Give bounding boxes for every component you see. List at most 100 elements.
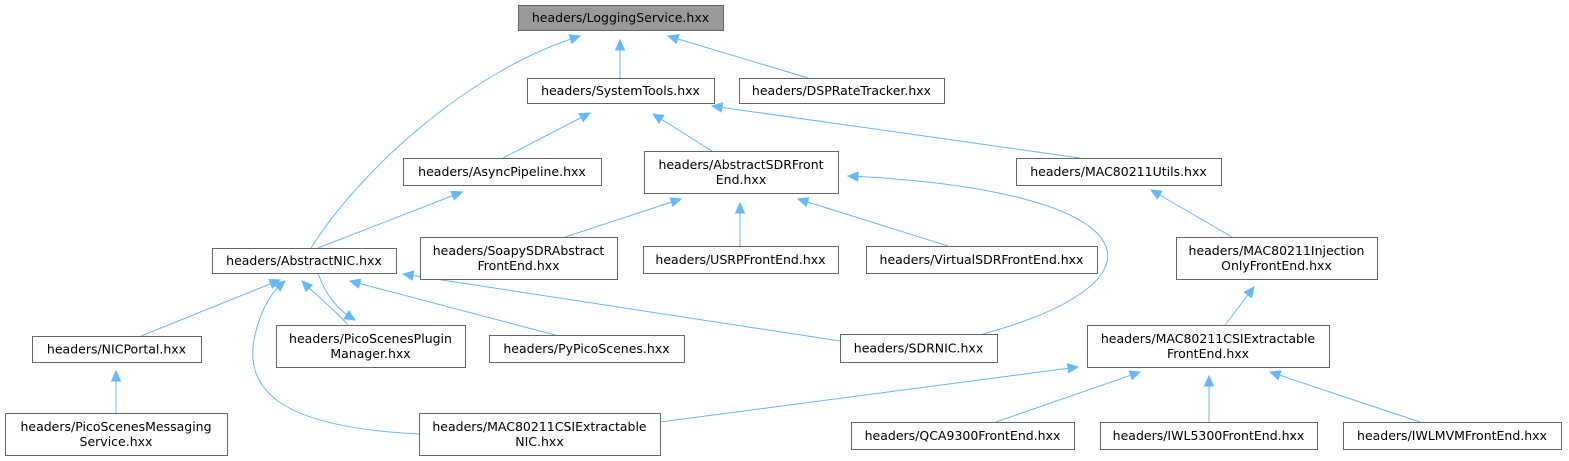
arrow-head	[1149, 189, 1163, 200]
edge-line	[847, 175, 1109, 335]
arrow-head	[401, 270, 415, 281]
node-label: headers/PicoScenesMessaging	[20, 419, 211, 434]
node-logging[interactable]: headers/LoggingService.hxx	[518, 5, 724, 31]
edge-soapysdr-to-abstractsdr	[564, 197, 683, 238]
arrow-head	[666, 33, 680, 45]
node-iwl5300[interactable]: headers/IWL5300FrontEnd.hxx	[1100, 422, 1318, 450]
node-label: headers/VirtualSDRFrontEnd.hxx	[880, 252, 1084, 267]
node-usrp[interactable]: headers/USRPFrontEnd.hxx	[643, 246, 839, 274]
arrow-head	[1066, 363, 1080, 374]
node-label: headers/AbstractNIC.hxx	[226, 253, 382, 268]
edge-line	[402, 273, 841, 342]
edge-line	[1269, 371, 1421, 423]
edge-nicportal-to-abstractnic	[140, 279, 282, 337]
edge-messaging-to-nicportal	[110, 369, 122, 413]
node-label: headers/SoapySDRAbstract	[433, 243, 605, 258]
edge-line	[140, 279, 281, 337]
edge-mac80211utils-to-systemtools	[710, 102, 1081, 159]
node-label: headers/SystemTools.hxx	[541, 83, 700, 98]
node-label: headers/NICPortal.hxx	[47, 342, 186, 357]
node-label: headers/USRPFrontEnd.hxx	[655, 252, 825, 267]
arrow-head	[734, 201, 746, 214]
node-label: headers/MAC80211Injection	[1189, 243, 1365, 258]
edge-csinic-to-abstractnic	[252, 280, 420, 435]
edge-line	[1150, 189, 1233, 238]
edge-line	[659, 366, 1079, 423]
node-pypico[interactable]: headers/PyPicoScenes.hxx	[489, 335, 685, 363]
arrow-head	[301, 280, 314, 293]
edge-usrp-to-abstractsdr	[734, 201, 746, 246]
node-label: headers/MAC80211CSIExtractable	[1101, 331, 1316, 346]
edge-line	[349, 280, 556, 336]
node-label: headers/AsyncPipeline.hxx	[418, 164, 586, 179]
node-asyncpipeline[interactable]: headers/AsyncPipeline.hxx	[403, 158, 602, 186]
node-label: headers/LoggingService.hxx	[532, 10, 709, 25]
node-box	[419, 413, 661, 456]
node-qca9300[interactable]: headers/QCA9300FrontEnd.hxx	[851, 422, 1075, 450]
node-nicportal[interactable]: headers/NICPortal.hxx	[32, 336, 202, 363]
node-label: OnlyFrontEnd.hxx	[1221, 258, 1332, 273]
edge-abstractnic-to-asyncpipeline	[317, 190, 464, 249]
edge-sdrnic-to-abstractsdr	[846, 171, 1109, 335]
node-mac80211utils[interactable]: headers/MAC80211Utils.hxx	[1016, 158, 1222, 186]
arrow-head	[1203, 374, 1215, 387]
edge-iwlmvm-to-csifrontend	[1268, 370, 1421, 423]
edge-asyncpipeline-to-systemtools	[502, 112, 592, 159]
node-sdrnic[interactable]: headers/SDRNIC.hxx	[840, 334, 998, 363]
node-label: FrontEnd.hxx	[477, 258, 559, 273]
node-dsprate[interactable]: headers/DSPRateTracker.hxx	[739, 78, 945, 104]
node-box	[527, 78, 715, 104]
arrow-head	[669, 197, 683, 208]
node-label: headers/MAC80211Utils.hxx	[1030, 164, 1207, 179]
arrow-head	[796, 197, 810, 208]
node-box	[403, 158, 602, 186]
edge-dsprate-to-logging	[666, 33, 809, 79]
nodes-layer: headers/LoggingService.hxx headers/System…	[5, 5, 1562, 456]
node-label: headers/PicoScenesPlugin	[289, 331, 452, 346]
node-box	[739, 78, 945, 104]
edge-line	[502, 112, 591, 159]
edge-line	[995, 371, 1141, 423]
node-box	[866, 246, 1098, 274]
arrow-head	[846, 171, 859, 182]
edge-csifrontend-to-injection	[1224, 286, 1255, 326]
arrow-head	[578, 112, 592, 123]
node-virtualsdr[interactable]: headers/VirtualSDRFrontEnd.hxx	[866, 246, 1098, 274]
node-label: headers/IWL5300FrontEnd.hxx	[1113, 428, 1305, 443]
node-label: headers/QCA9300FrontEnd.hxx	[865, 428, 1061, 443]
node-label: headers/MAC80211CSIExtractable	[432, 419, 647, 434]
arrow-head	[273, 280, 286, 292]
edge-abstractnic-to-logging	[310, 34, 582, 249]
node-box	[1016, 158, 1222, 186]
node-label: Manager.hxx	[330, 346, 410, 361]
node-iwlmvm[interactable]: headers/IWLMVMFrontEnd.hxx	[1343, 422, 1562, 450]
arrow-head	[348, 278, 362, 289]
node-label: headers/AbstractSDRFront	[658, 157, 823, 172]
node-label: headers/SDRNIC.hxx	[854, 341, 983, 356]
edge-line	[310, 35, 581, 249]
edge-line	[797, 198, 949, 247]
edge-iwl5300-to-csifrontend	[1203, 374, 1215, 422]
node-box	[1100, 422, 1318, 450]
node-csifrontend[interactable]: headers/MAC80211CSIExtractableFrontEnd.h…	[1087, 325, 1330, 368]
node-box	[489, 335, 685, 363]
node-systemtools[interactable]: headers/SystemTools.hxx	[527, 78, 715, 104]
node-label: Service.hxx	[80, 434, 153, 449]
node-label: headers/DSPRateTracker.hxx	[752, 83, 931, 98]
node-box	[518, 5, 724, 31]
edge-pluginmgr-to-abstractnic	[301, 280, 349, 326]
edge-pypico-to-abstractnic	[348, 278, 556, 336]
node-abstractnic[interactable]: headers/AbstractNIC.hxx	[212, 248, 397, 274]
node-box	[420, 237, 618, 280]
edge-line	[564, 198, 682, 238]
node-injection[interactable]: headers/MAC80211InjectionOnlyFrontEnd.hx…	[1176, 237, 1378, 280]
arrow-head	[110, 369, 122, 382]
node-box	[840, 334, 998, 363]
node-label: FrontEnd.hxx	[1167, 346, 1249, 361]
arrow-head	[343, 310, 357, 321]
